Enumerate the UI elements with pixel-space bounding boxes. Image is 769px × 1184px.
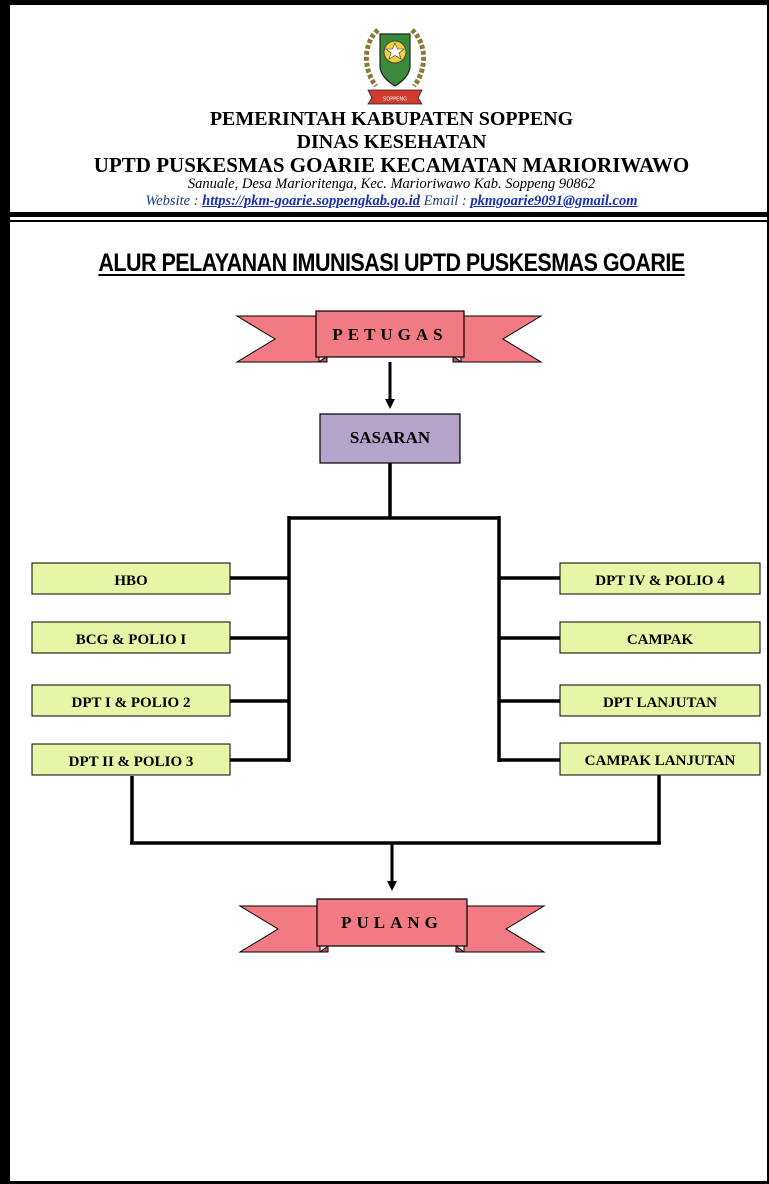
- left-item-label: DPT II & POLIO 3: [69, 754, 194, 770]
- header-address: Sanuale, Desa Marioritenga, Kec. Mariori…: [187, 176, 596, 192]
- ribbon-end-right-tail: [463, 905, 546, 953]
- logo-text: SOPPENG: [383, 97, 407, 103]
- ribbon-end-body: [316, 898, 468, 947]
- left-item-label: HBO: [114, 573, 147, 589]
- right-item-label: DPT LANJUTAN: [603, 695, 717, 711]
- right-item-label: DPT IV & POLIO 4: [595, 573, 725, 589]
- website-label: Website :: [145, 193, 203, 209]
- right-item-label: CAMPAK LANJUTAN: [585, 753, 736, 769]
- right-items: DPT IV & POLIO 4 CAMPAK DPT LANJUTAN CAM…: [559, 562, 761, 776]
- ribbon-end-fold-right: [455, 945, 466, 953]
- website-link[interactable]: https://pkm-goarie.soppengkab.go.id: [202, 193, 421, 209]
- page-title: ALUR PELAYANAN IMUNISASI UPTD PUSKESMAS …: [98, 249, 685, 277]
- connector-lines: [130, 463, 661, 845]
- right-item-box: [559, 621, 761, 654]
- left-item-label: DPT I & POLIO 2: [72, 695, 191, 711]
- ribbon-start-body: [315, 310, 465, 358]
- right-item-label: CAMPAK: [627, 632, 694, 648]
- email-link[interactable]: pkmgoarie9091@gmail.com: [470, 193, 638, 209]
- right-item-box: [559, 742, 761, 776]
- left-item-box: [31, 562, 231, 595]
- header-department: DINAS KESEHATAN: [296, 131, 487, 153]
- left-item-label: BCG & POLIO I: [76, 632, 187, 648]
- header-divider-thin: [10, 220, 769, 222]
- email-label: Email :: [420, 193, 471, 209]
- ribbon-start-right-tail: [460, 315, 543, 363]
- right-item-box: [559, 562, 761, 595]
- ribbon-start-left-tail: [235, 315, 320, 363]
- left-item-box: [31, 684, 231, 717]
- header-unit: UPTD PUSKESMAS GOARIE KECAMATAN MARIORIW…: [93, 153, 690, 177]
- target-label: SASARAN: [350, 428, 431, 447]
- header-government: PEMERINTAH KABUPATEN SOPPENG: [209, 108, 574, 130]
- ribbon-end-fold-left: [318, 945, 329, 953]
- ribbon-start: PETUGAS: [235, 310, 543, 363]
- soppeng-emblem-logo: SOPPENG: [363, 28, 427, 105]
- left-item-box: [31, 621, 231, 654]
- left-item-box: [31, 743, 231, 776]
- left-items: HBO BCG & POLIO I DPT I & POLIO 2 DPT II…: [31, 562, 231, 776]
- right-item-box: [559, 684, 761, 717]
- ribbon-end: PULANG: [238, 898, 546, 953]
- header-contact: Website : https://pkm-goarie.soppengkab.…: [14, 193, 769, 210]
- ribbon-end-left-tail: [238, 905, 321, 953]
- header-divider-thick: [10, 212, 769, 217]
- target-box: [319, 413, 461, 464]
- end-label: PULANG: [341, 913, 443, 932]
- start-label: PETUGAS: [332, 325, 447, 344]
